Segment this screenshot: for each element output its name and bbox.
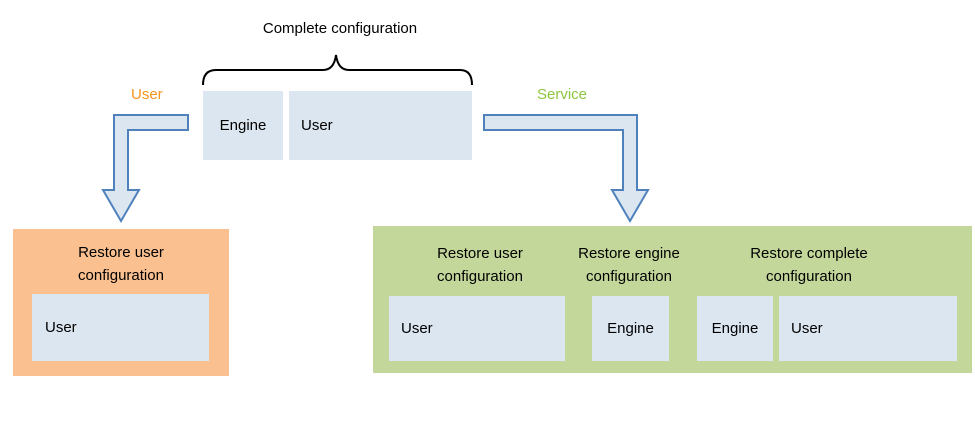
service-restore-arrow	[483, 114, 650, 223]
top-engine-block: Engine	[203, 91, 283, 160]
top-user-label: User	[301, 117, 333, 134]
service-restore-complete-engine-label: Engine	[711, 320, 759, 337]
service-restore-engine-title-line1: Restore engine	[578, 245, 680, 262]
complete-config-brace	[202, 54, 473, 86]
service-restore-user-title-line2: configuration	[437, 268, 523, 285]
service-restore-user-block-label: User	[401, 320, 433, 337]
service-restore-complete-title: Restore complete configuration	[709, 242, 909, 288]
user-restore-user-block: User	[32, 294, 209, 361]
service-restore-complete-engine-block: Engine	[697, 296, 773, 361]
user-restore-arrow	[101, 114, 189, 223]
top-user-block: User	[289, 91, 472, 160]
service-restore-engine-title: Restore engine configuration	[559, 242, 699, 288]
service-restore-panel: Restore user configuration User Restore …	[373, 226, 972, 373]
user-restore-panel: Restore user configuration User	[13, 229, 229, 376]
user-arrow-label: User	[131, 86, 163, 103]
service-restore-user-title-line1: Restore user	[437, 245, 523, 262]
complete-config-title: Complete configuration	[262, 20, 418, 37]
user-restore-title-line1: Restore user	[78, 244, 164, 261]
user-restore-title: Restore user configuration	[13, 241, 229, 287]
service-arrow-label: Service	[537, 86, 588, 103]
service-restore-engine-block-label: Engine	[607, 320, 654, 337]
service-restore-complete-title-line2: configuration	[766, 268, 852, 285]
user-restore-title-line2: configuration	[78, 267, 164, 284]
service-restore-user-title: Restore user configuration	[379, 242, 581, 288]
service-restore-complete-user-label: User	[791, 320, 823, 337]
service-restore-user-block: User	[389, 296, 565, 361]
service-restore-engine-title-line2: configuration	[586, 268, 672, 285]
service-restore-complete-user-block: User	[779, 296, 957, 361]
top-engine-label: Engine	[219, 117, 267, 134]
service-restore-complete-title-line1: Restore complete	[750, 245, 868, 262]
service-restore-engine-block: Engine	[592, 296, 669, 361]
user-restore-user-label: User	[45, 319, 77, 336]
